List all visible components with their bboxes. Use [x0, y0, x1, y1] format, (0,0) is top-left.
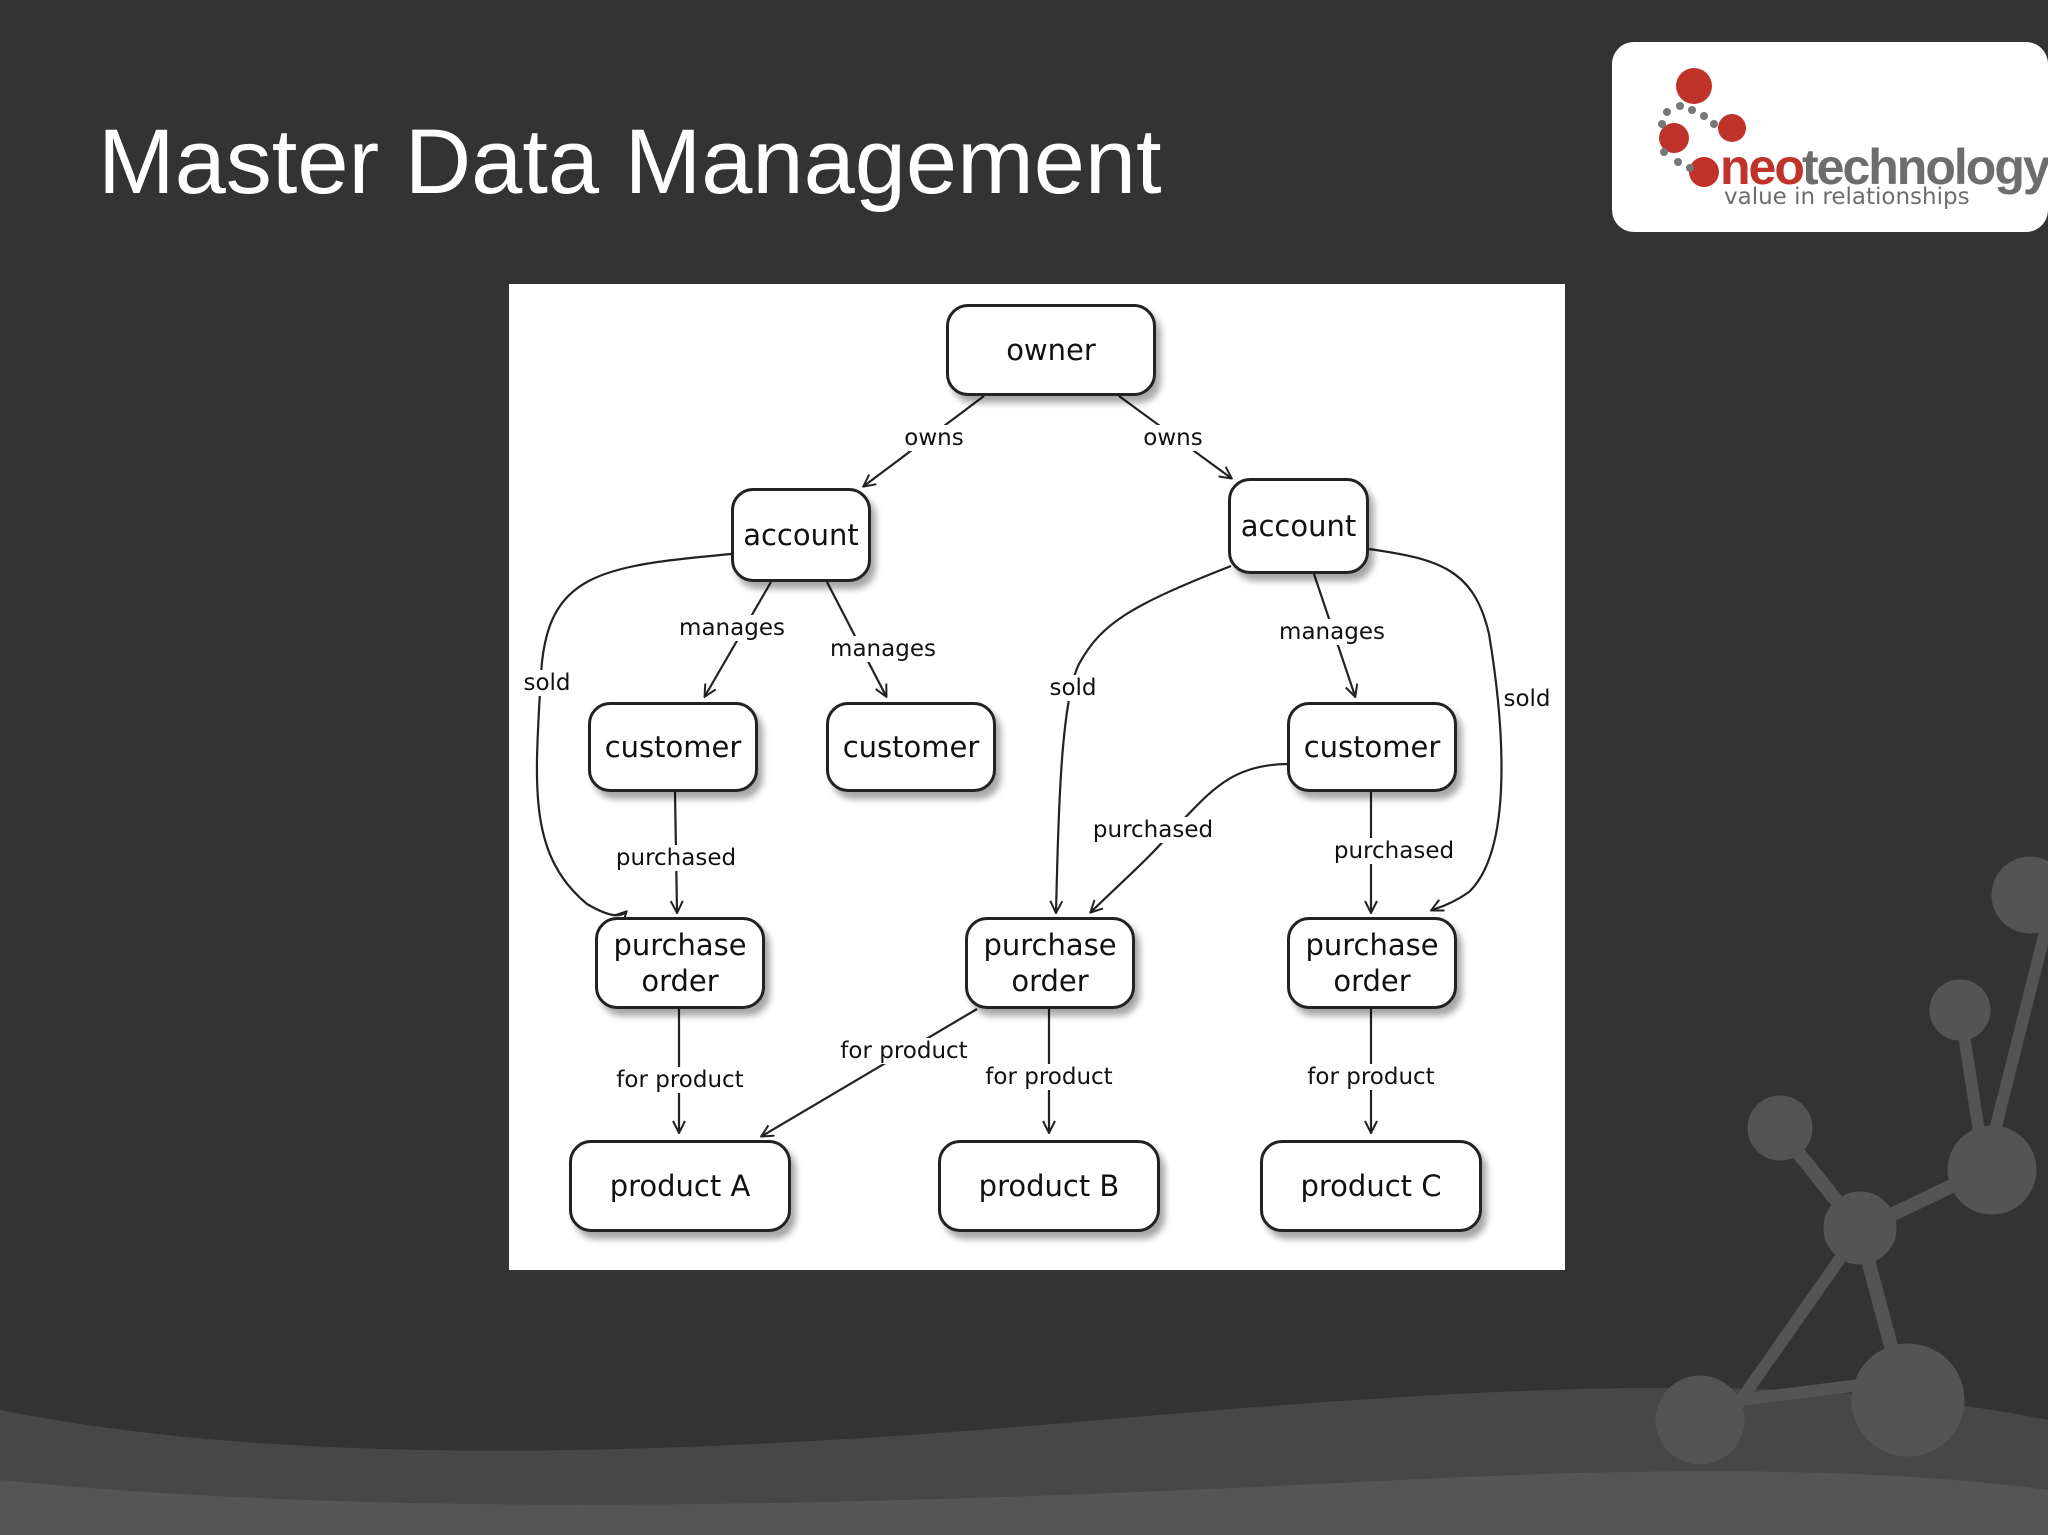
- node-product-c: product C: [1260, 1140, 1482, 1232]
- edge-label-sold-right: sold: [1501, 686, 1553, 712]
- edge-label-manages-2: manages: [828, 636, 938, 662]
- edge-label-sold-left: sold: [521, 670, 573, 696]
- node-customer-2: customer: [826, 702, 996, 792]
- node-product-b: product B: [938, 1140, 1160, 1232]
- logo-tagline: value in relationships: [1724, 184, 1970, 210]
- logo-dots-icon: [1658, 68, 1746, 187]
- edge-po-mid-product-a: [762, 1008, 978, 1136]
- edge-label-owns-right: owns: [1141, 425, 1205, 451]
- node-purchase-order-mid: purchase order: [965, 917, 1135, 1009]
- edge-label-purchased-mid: purchased: [1090, 817, 1216, 843]
- edge-label-purchased-right: purchased: [1331, 838, 1457, 864]
- logo-technology-text: technology: [1802, 139, 2048, 195]
- node-account-right: account: [1228, 478, 1369, 574]
- company-logo: neo technology value in relationships: [1612, 42, 2048, 232]
- node-account-left: account: [731, 488, 871, 582]
- edge-account-right-sold-right: [1368, 547, 1503, 910]
- node-purchase-order-right: purchase order: [1287, 917, 1457, 1009]
- node-purchase-order-left: purchase order: [595, 917, 765, 1009]
- edge-account-left-sold: [535, 552, 732, 915]
- edge-label-for-product-b: for product: [983, 1064, 1115, 1090]
- edge-label-sold-mid: sold: [1047, 675, 1099, 701]
- edge-label-for-product-c: for product: [1305, 1064, 1437, 1090]
- edge-label-manages-3: manages: [1277, 619, 1387, 645]
- graph-diagram: owner account account customer customer …: [509, 284, 1565, 1270]
- node-customer-1: customer: [588, 702, 758, 792]
- node-owner: owner: [946, 304, 1156, 396]
- edge-label-purchased-1: purchased: [613, 845, 739, 871]
- edge-account-right-sold-mid: [1056, 564, 1232, 912]
- logo-neo-text: neo: [1720, 139, 1805, 195]
- node-customer-3: customer: [1287, 702, 1457, 792]
- slide-title: Master Data Management: [98, 111, 1162, 213]
- edge-label-for-product-a: for product: [614, 1067, 746, 1093]
- edge-label-for-product-mid-a: for product: [838, 1038, 970, 1064]
- edge-label-owns-left: owns: [902, 425, 966, 451]
- node-product-a: product A: [569, 1140, 791, 1232]
- edge-label-manages-1: manages: [677, 615, 787, 641]
